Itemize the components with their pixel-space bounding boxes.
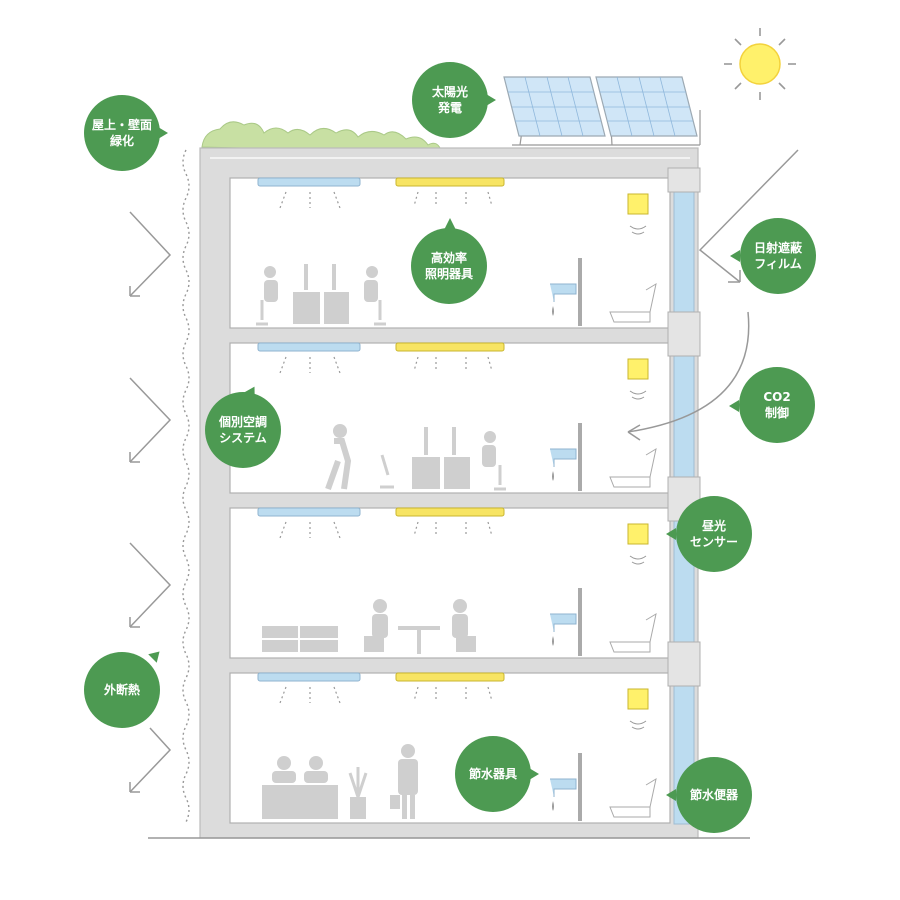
heat-arrows xyxy=(129,211,172,793)
label-daylight-sensor: 昼光 センサー xyxy=(676,496,752,572)
tail-water-saving-fixtures xyxy=(529,768,539,780)
solar-panels xyxy=(503,76,701,146)
sun-icon xyxy=(724,28,796,100)
label-water-saving-toilet-text: 節水便器 xyxy=(689,787,738,802)
label-individual-ac-text: 個別空調 システム xyxy=(218,414,267,445)
label-solar-power-text: 太陽光 発電 xyxy=(431,84,468,115)
label-rooftop-greening-text: 屋上・壁面 緑化 xyxy=(91,117,152,148)
label-efficient-lighting-text: 高効率 照明器具 xyxy=(424,250,473,281)
tail-efficient-lighting xyxy=(444,218,456,230)
solar-film-arrow xyxy=(698,149,799,283)
label-water-saving-fixtures: 節水器具 xyxy=(455,736,531,812)
co2-arrow xyxy=(627,311,750,441)
rooftop-greenery xyxy=(201,121,443,154)
label-external-insulation-text: 外断熱 xyxy=(103,682,140,697)
floor-fixtures xyxy=(256,177,657,821)
label-solar-power: 太陽光 発電 xyxy=(412,62,488,138)
label-co2-control-text: CO2 制御 xyxy=(763,389,791,420)
tail-solar-power xyxy=(486,94,496,106)
label-rooftop-greening: 屋上・壁面 緑化 xyxy=(84,95,160,171)
label-water-saving-fixtures-text: 節水器具 xyxy=(468,766,517,781)
tail-water-saving-toilet xyxy=(666,789,676,801)
label-daylight-sensor-text: 昼光 センサー xyxy=(689,518,738,549)
label-solar-film-text: 日射遮蔽 フィルム xyxy=(753,240,802,271)
tail-daylight-sensor xyxy=(666,528,676,540)
tail-rooftop-greening xyxy=(158,127,168,139)
tail-solar-film xyxy=(730,250,740,262)
label-solar-film: 日射遮蔽 フィルム xyxy=(740,218,816,294)
building-structure xyxy=(148,147,750,839)
label-individual-ac: 個別空調 システム xyxy=(205,392,281,468)
label-efficient-lighting: 高効率 照明器具 xyxy=(411,228,487,304)
label-external-insulation: 外断熱 xyxy=(84,652,160,728)
tail-co2-control xyxy=(729,400,739,412)
label-water-saving-toilet: 節水便器 xyxy=(676,757,752,833)
label-co2-control: CO2 制御 xyxy=(739,367,815,443)
external-insulation-line xyxy=(182,149,190,823)
